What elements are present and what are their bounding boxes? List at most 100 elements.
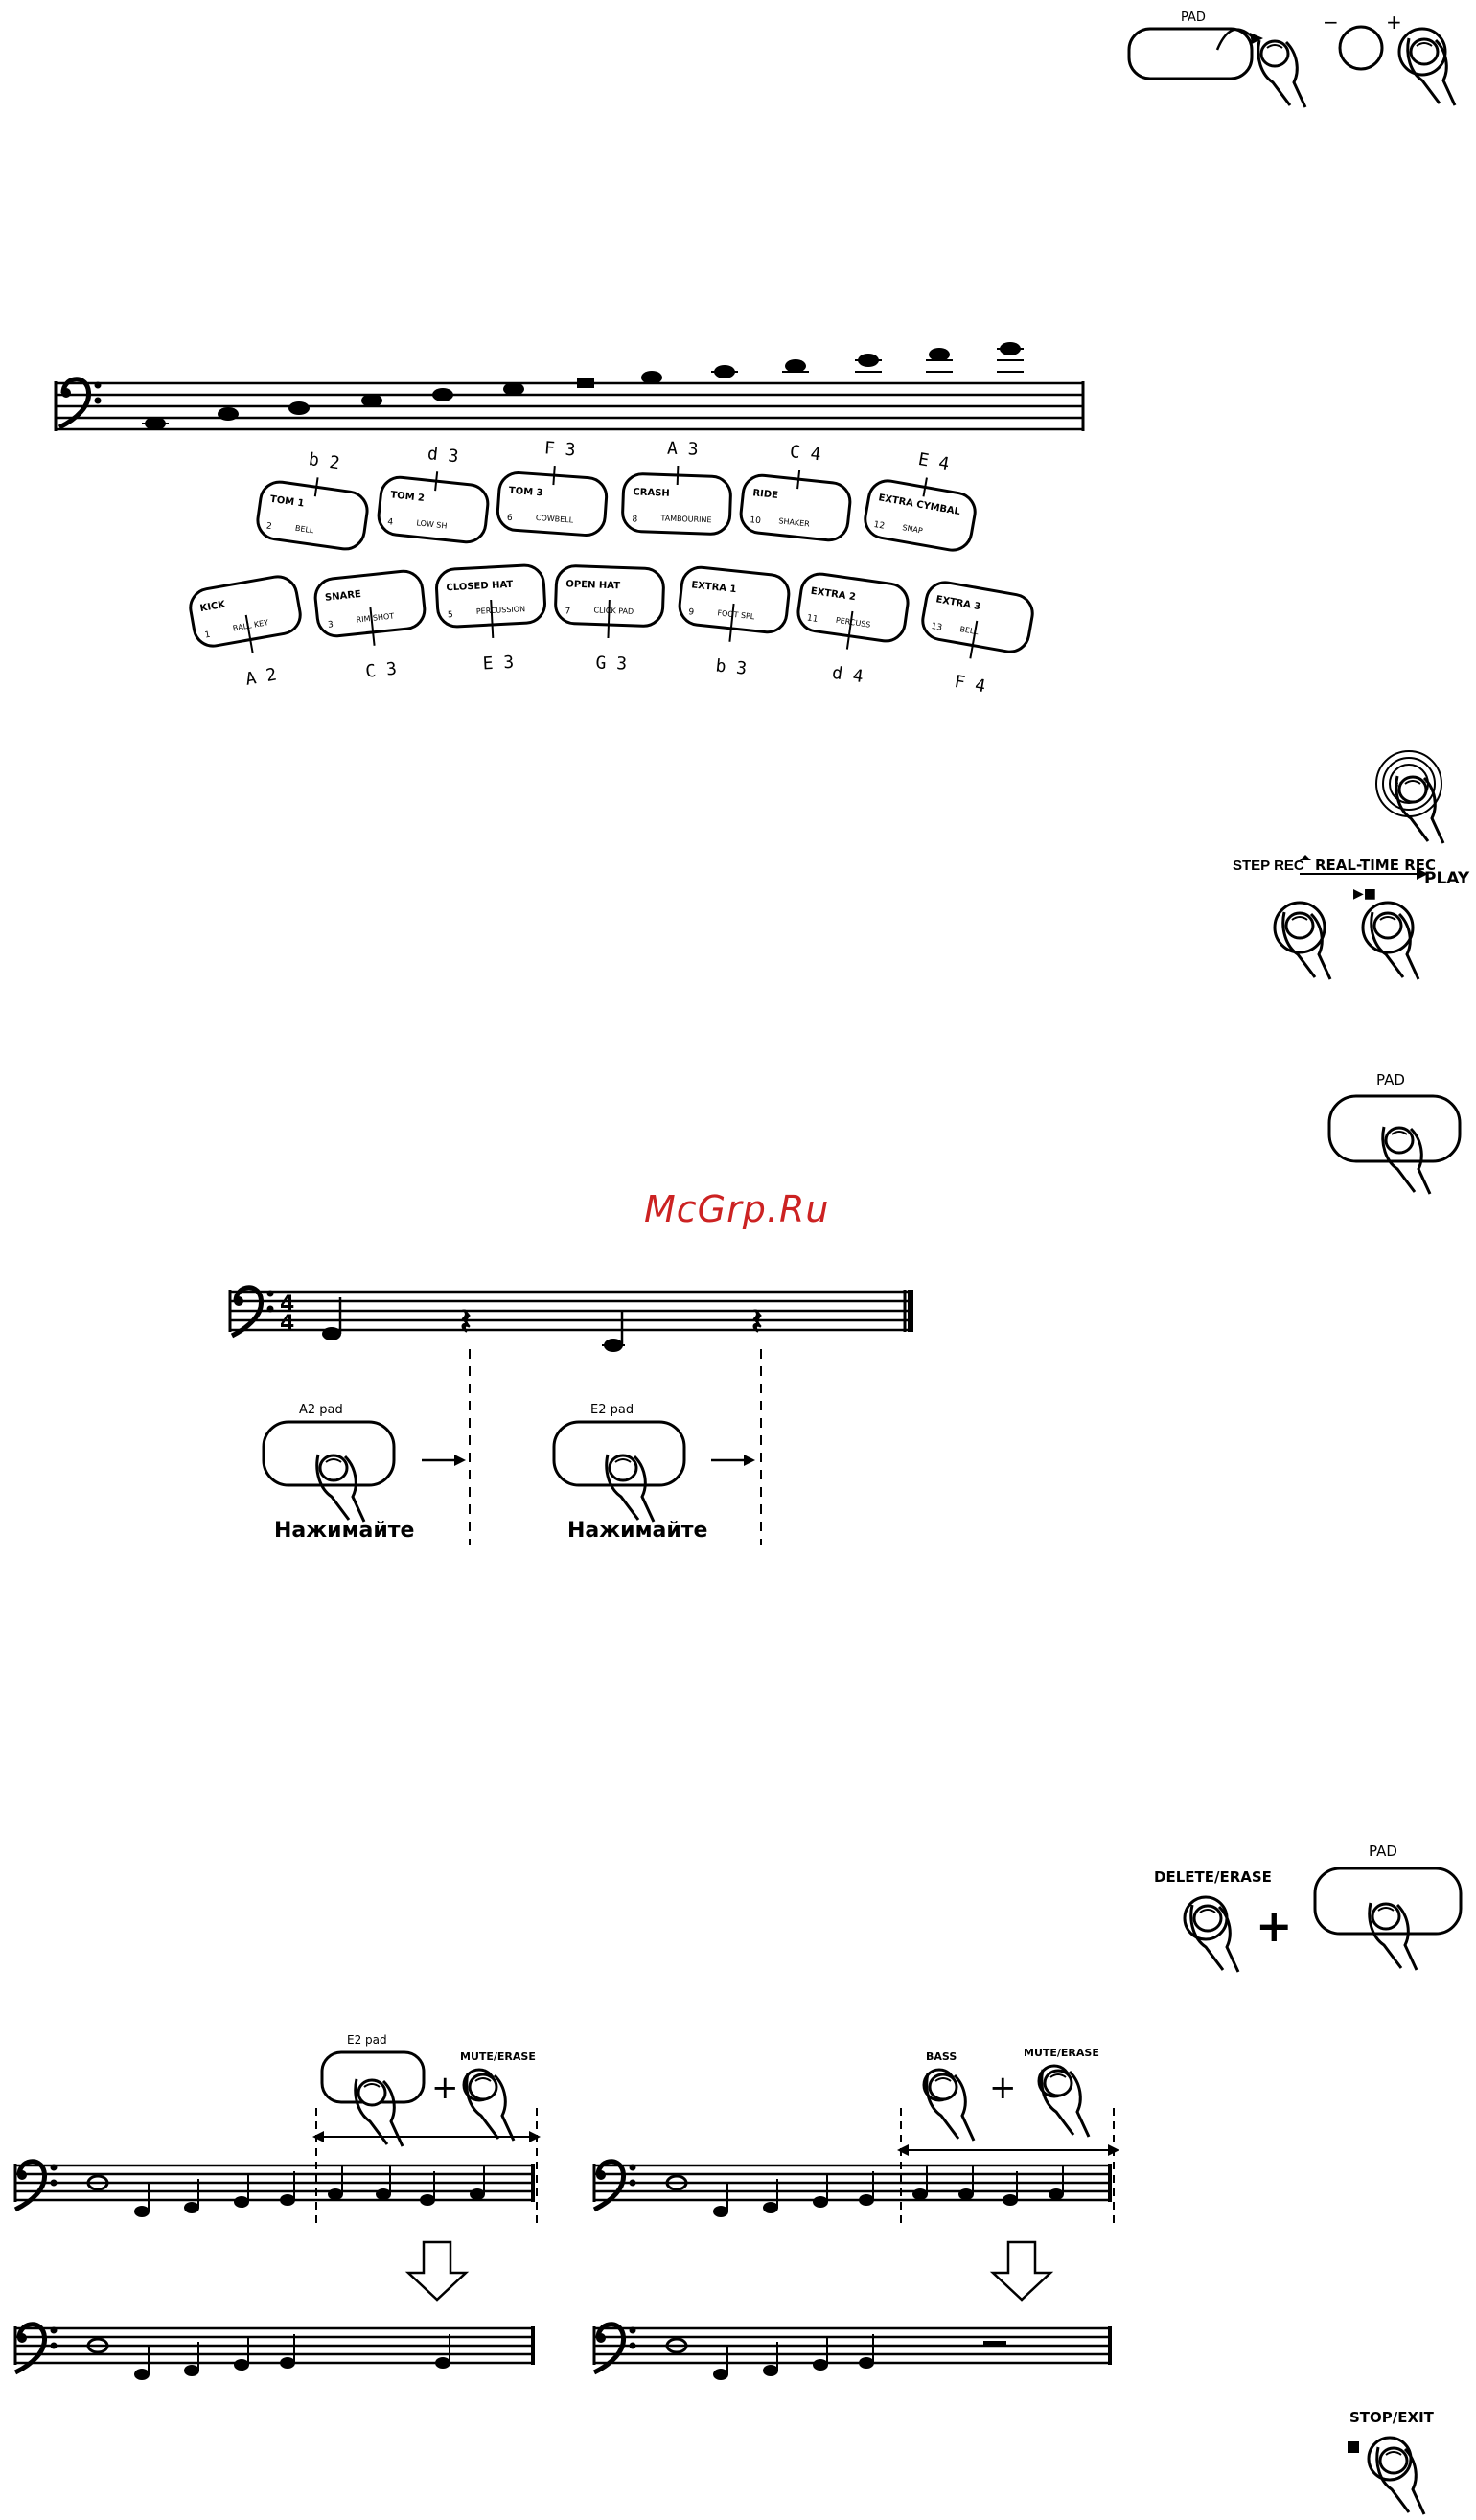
step-rec-button-icon xyxy=(1273,901,1326,954)
pad-sub-name: BELL xyxy=(294,524,314,536)
pad-sub-name: LOW SH xyxy=(416,518,448,530)
svg-text:𝄽: 𝄽 xyxy=(460,1300,472,1342)
svg-text:+: + xyxy=(431,2069,459,2107)
pad-note-label: b 2 xyxy=(308,449,341,473)
step-pad-a2: A2 pad Нажимайте xyxy=(262,1403,466,1543)
staff-after-right xyxy=(594,2325,1112,2380)
pad-number: 7 xyxy=(565,607,570,616)
play-label: PLAY xyxy=(1424,869,1470,888)
pad-name: EXTRA 2 xyxy=(810,586,856,603)
staff-before-left xyxy=(15,2162,535,2217)
pad-note-label: F 3 xyxy=(543,438,576,460)
pad-press-icon: PAD xyxy=(1327,1071,1462,1196)
pad-note-label: C 4 xyxy=(789,442,822,465)
svg-text:+: + xyxy=(1256,1900,1293,1952)
transport-icons: STEP REC REAL-TIME REC PLAY ▶■ xyxy=(1233,855,1470,981)
pad-number: 10 xyxy=(750,515,762,526)
play-button-icon xyxy=(1361,901,1415,954)
drum-pad: EXTRA 1 9 FOOT SPL b 3 xyxy=(678,565,791,679)
pad-sub-name: FOOT SPL xyxy=(717,608,755,621)
svg-text:STOP/EXIT: STOP/EXIT xyxy=(1349,2409,1435,2426)
pad-note-label: A 2 xyxy=(244,665,279,690)
staff-notes xyxy=(142,342,1024,430)
svg-text:+: + xyxy=(989,2069,1017,2107)
step-rec-label: STEP REC xyxy=(1233,858,1304,874)
step-pad-e2: E2 pad Нажимайте xyxy=(552,1403,755,1543)
record-button-icon: REC/EDIT xyxy=(1375,750,1445,845)
pad-sub-name: SHAKER xyxy=(778,516,811,528)
pad-value-icon: PAD − + xyxy=(1127,11,1457,109)
step-example-staff: 4 4 𝄽 𝄽 xyxy=(228,1288,913,1545)
svg-text:BASS: BASS xyxy=(926,2050,957,2063)
svg-text:MUTE/ERASE: MUTE/ERASE xyxy=(460,2050,536,2063)
svg-text:DELETE/ERASE: DELETE/ERASE xyxy=(1154,1868,1272,1886)
pad-name: CLOSED HAT xyxy=(446,580,513,594)
pad-note-label: d 3 xyxy=(427,444,460,467)
drum-pad: TOM 2 4 LOW SH d 3 xyxy=(377,444,490,544)
pad-name: KICK xyxy=(199,599,227,614)
pad-number: 3 xyxy=(328,620,334,630)
pad-number: 11 xyxy=(806,613,819,624)
stop-exit-icon: STOP/EXIT xyxy=(1348,2409,1435,2516)
pad-note-label: G 3 xyxy=(595,653,627,675)
pad-sub-name: PERCUSSION xyxy=(476,605,526,616)
pad-label-text: PAD xyxy=(1181,11,1206,25)
press-caption: Нажимайте xyxy=(274,1519,414,1543)
svg-text:𝄽: 𝄽 xyxy=(751,1300,763,1342)
pad-number: 2 xyxy=(265,521,272,532)
drum-pad: CLOSED HAT 5 PERCUSSION E 3 xyxy=(435,563,546,675)
svg-text:▶■: ▶■ xyxy=(1353,886,1376,902)
press-caption: Нажимайте xyxy=(567,1519,707,1543)
pad-note-label: F 4 xyxy=(953,672,987,697)
svg-text:E2 pad: E2 pad xyxy=(590,1403,634,1417)
pad-note-label: b 3 xyxy=(715,655,749,678)
svg-text:MUTE/ERASE: MUTE/ERASE xyxy=(1024,2047,1099,2059)
pad-number: 5 xyxy=(448,610,453,620)
pad-sub-name: COWBELL xyxy=(536,514,574,525)
svg-text:4: 4 xyxy=(280,1312,294,1336)
pad-sub-name: SNAP xyxy=(902,523,924,536)
svg-text:A2 pad: A2 pad xyxy=(299,1403,343,1417)
svg-text:−: − xyxy=(1323,11,1339,34)
down-arrow-icon xyxy=(404,2240,470,2302)
pad-sub-name: TAMBOURINE xyxy=(659,514,711,524)
pad-note-label: A 3 xyxy=(667,439,699,460)
pad-name: TOM 2 xyxy=(390,490,426,504)
staff-before-right xyxy=(594,2162,1112,2217)
pad-note-label: C 3 xyxy=(364,659,398,682)
svg-text:PAD: PAD xyxy=(1376,1071,1405,1088)
pad-number: 12 xyxy=(873,520,886,532)
watermark: McGrp.Ru xyxy=(644,1188,830,1230)
pad-number: 4 xyxy=(387,517,394,528)
erase-example-staves xyxy=(15,2108,1115,2380)
pad-sub-name: RIM SHOT xyxy=(356,611,394,624)
pad-number: 9 xyxy=(688,607,695,618)
pad-name: EXTRA 1 xyxy=(691,580,737,595)
minus-button-icon xyxy=(1338,25,1384,71)
pad-note-label: E 4 xyxy=(916,449,951,474)
down-arrow-icon xyxy=(989,2240,1054,2302)
pad-note-label: E 3 xyxy=(482,653,515,675)
staff-after-left xyxy=(15,2325,535,2380)
svg-text:E2 pad: E2 pad xyxy=(347,2033,387,2047)
drum-pad: EXTRA 2 11 PERCUSS d 4 xyxy=(796,572,910,687)
real-time-rec-label: REAL-TIME REC xyxy=(1315,857,1436,874)
svg-text:PAD: PAD xyxy=(1369,1843,1397,1860)
pad-name: EXTRA 3 xyxy=(935,594,981,612)
pad-sub-name: PERCUSS xyxy=(835,616,871,630)
erase-example-right: BASS + MUTE/ERASE xyxy=(897,2047,1119,2156)
pad-name: OPEN HAT xyxy=(565,579,620,591)
pad-sub-name: CLICK PAD xyxy=(593,606,634,615)
pad-note-label: d 4 xyxy=(831,663,865,687)
svg-text:4: 4 xyxy=(280,1293,294,1317)
